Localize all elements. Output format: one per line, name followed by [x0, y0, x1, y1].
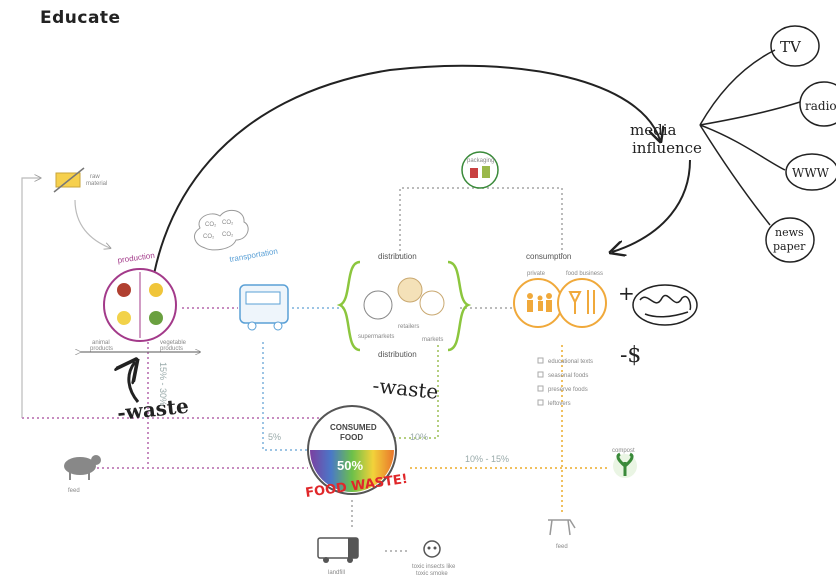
svg-text:packaging: packaging [467, 158, 494, 164]
svg-text:CO₂: CO₂ [205, 222, 217, 228]
svg-text:products: products [160, 346, 183, 352]
svg-text:CO₂: CO₂ [203, 234, 215, 240]
transportation-node: transportation CO₂ CO₂ CO₂ CO₂ [194, 209, 289, 331]
cart-icon [363, 290, 393, 320]
consumption-waste-percent: 10% - 15% [465, 454, 509, 464]
feed-left-node: feed [64, 455, 101, 494]
consumed-food-badge: CONSUMED FOOD 50% FOOD WASTE! [304, 405, 409, 501]
distribution-node: distribution retailers supermarkets mark… [336, 252, 472, 359]
svg-text:feed: feed [556, 544, 568, 550]
svg-text:CONSUMED: CONSUMED [330, 423, 377, 432]
production-waste-percent: 15% - 30% [158, 362, 168, 406]
consumption-list: educational texts seasonal foods preserv… [537, 357, 593, 407]
svg-text:educational texts: educational texts [548, 359, 593, 365]
svg-text:landfill: landfill [328, 570, 345, 576]
vegetable-icon [149, 311, 163, 325]
news-label: news [775, 226, 804, 239]
svg-text:private: private [527, 271, 546, 277]
sheep-icon [64, 457, 96, 475]
bag-icon [397, 277, 423, 303]
svg-text:seasonal foods: seasonal foods [548, 373, 588, 379]
meat-icon [117, 283, 131, 297]
distribution-waste-percent: 10% [410, 432, 428, 442]
production-waste-annotation: -waste [116, 394, 190, 425]
family-icon [527, 293, 552, 312]
education-arc [147, 64, 660, 331]
svg-text:raw: raw [90, 174, 100, 180]
svg-text:preserve foods: preserve foods [548, 387, 588, 393]
transport-waste-percent: 5% [268, 432, 281, 442]
restaurant-icon [568, 290, 595, 314]
plus-annotation: + [618, 281, 635, 305]
svg-text:CO₂: CO₂ [222, 220, 234, 226]
package-red-icon [470, 168, 478, 178]
waste-up-arrow [129, 362, 138, 403]
consumption-node: consumption private food business educat… [513, 252, 607, 407]
svg-text:leftovers: leftovers [548, 401, 571, 407]
toxic-node: toxic insects like toxic smoke [412, 540, 456, 577]
money-annotation: -$ [620, 343, 641, 368]
compost-node: compost [612, 448, 637, 478]
media-influence-label: media influence [630, 121, 702, 157]
svg-text:CO₂: CO₂ [222, 232, 234, 238]
tv-label: TV [780, 38, 802, 56]
svg-text:transportation: transportation [229, 247, 279, 264]
svg-text:animal: animal [92, 340, 110, 346]
svg-text:toxic insects like: toxic insects like [412, 564, 456, 570]
media-channel-tv: TV [770, 25, 820, 67]
svg-text:retailers: retailers [398, 324, 419, 330]
packaging-node: packaging [461, 151, 499, 189]
co2-cloud-icon [194, 209, 249, 251]
svg-text:distribution: distribution [378, 350, 417, 359]
sprout-icon [616, 452, 634, 476]
dog-icon [548, 519, 576, 536]
media-channel-newspaper: news paper [765, 217, 815, 263]
svg-text:50%: 50% [337, 458, 363, 473]
production-node: production animal products vegetable pro… [80, 251, 200, 352]
svg-text:products: products [90, 346, 113, 352]
cheese-slice-icon [117, 311, 131, 325]
raw-material-loop [21, 178, 110, 418]
svg-text:toxic smoke: toxic smoke [416, 571, 448, 577]
svg-text:supermarkets: supermarkets [358, 334, 394, 340]
svg-text:production: production [117, 251, 155, 265]
raw-material: raw material [53, 167, 107, 193]
media-branches [699, 49, 801, 226]
media-label: media [630, 121, 677, 139]
package-green-icon [482, 166, 490, 178]
landfill-node: landfill [317, 537, 359, 576]
svg-text:distribution: distribution [378, 252, 417, 261]
svg-text:compost: compost [612, 448, 635, 454]
shelf-icon [419, 290, 445, 316]
paper-label: paper [773, 240, 806, 253]
svg-text:vegetable: vegetable [160, 340, 187, 346]
influence-label: influence [632, 139, 702, 157]
corn-icon [149, 283, 163, 297]
svg-text:consumption: consumption [526, 252, 571, 261]
radio-label: radio [805, 99, 836, 113]
svg-text:feed: feed [68, 488, 80, 494]
skull-icon [423, 540, 441, 558]
svg-text:material: material [86, 181, 107, 187]
www-label: WWW [792, 166, 830, 180]
svg-text:FOOD: FOOD [340, 433, 363, 442]
dotted-flows [22, 187, 610, 552]
svg-text:markets: markets [422, 337, 443, 343]
media-to-consumption-arrow [612, 159, 691, 252]
brain-icon [632, 284, 698, 326]
page-title: Educate [40, 8, 121, 28]
media-channel-radio: radio [799, 81, 836, 127]
media-channel-www: WWW [785, 153, 836, 191]
feed-bottom-node: feed [548, 519, 576, 550]
svg-text:food business: food business [566, 271, 603, 277]
distribution-waste-annotation: -waste [371, 373, 439, 404]
